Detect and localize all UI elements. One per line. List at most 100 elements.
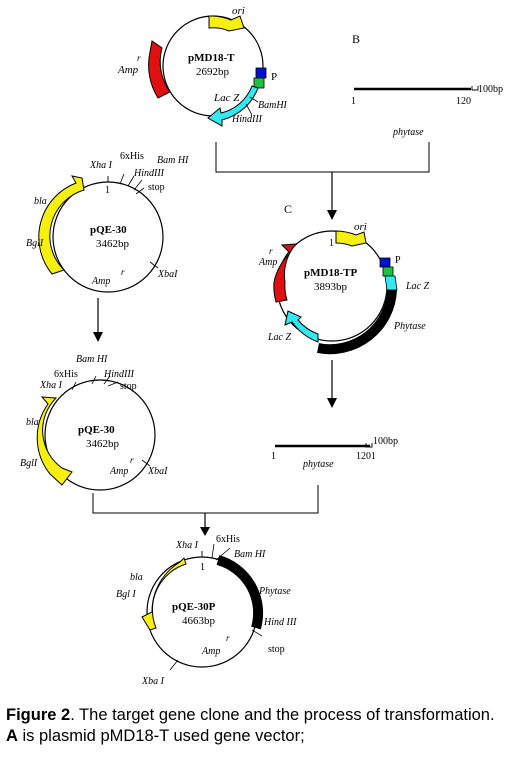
- green-box: [382, 266, 394, 277]
- panel-label-b: B: [352, 32, 360, 46]
- plasmid-name: pQE-30: [90, 224, 127, 236]
- stop-label: stop: [120, 381, 137, 392]
- amp-superscript: r: [121, 267, 125, 277]
- promoter-box: [255, 67, 267, 79]
- green-box: [253, 77, 265, 89]
- plasmid-pmd18tp: C ori 1 Amp r P pMD18-TP 3893bp Lac Z Ph…: [258, 202, 430, 355]
- sixhis-label: 6xHis: [120, 151, 144, 162]
- plasmid-pqe30-a: 1 Xha I 6xHis Bam HI HindIII stop bla Bg…: [26, 151, 189, 293]
- scale-bar: [365, 443, 373, 448]
- phytase-fragment-b: B 100bp 1 120 phytase: [351, 32, 503, 138]
- hindiii-label: HindIII: [133, 168, 165, 179]
- hindiii-tick: [245, 103, 253, 116]
- amp-label: Amp: [258, 257, 277, 268]
- plasmid-size: 3893bp: [314, 281, 348, 293]
- ori-arrow: [208, 15, 245, 32]
- bamhi-label: BamHI: [258, 100, 288, 111]
- amp-label: Amp: [117, 64, 139, 76]
- lacz-left-label: Lac Z: [267, 332, 292, 343]
- bamhi-label: Bam HI: [76, 354, 108, 365]
- phytase-label: phytase: [302, 459, 334, 470]
- cloning-diagram: ori pMD18-T 2692bp Amp r P Lac Z BamHI H…: [20, 5, 503, 687]
- plasmid-pqe30p: Xha I 6xHis Bam HI 1 bla Phytase Bgl I p…: [116, 534, 297, 687]
- ori-label: ori: [232, 5, 245, 17]
- lacz-right-box: [384, 275, 398, 291]
- promoter-label: P: [395, 255, 401, 266]
- end-label: 1201: [356, 451, 376, 462]
- xhai-top-label: Xha I: [175, 540, 199, 551]
- caption-text-2: is plasmid pMD18-T used gene vector;: [17, 727, 305, 745]
- mcs-flags: [71, 375, 119, 391]
- stop-label: stop: [148, 182, 165, 193]
- bamhi-label: Bam HI: [234, 549, 266, 560]
- end-label: 120: [456, 96, 471, 107]
- one-label: 1: [105, 185, 110, 196]
- xbai-label: XbaI: [147, 466, 168, 477]
- bla-label: bla: [34, 196, 47, 207]
- plasmid-size: 3462bp: [96, 238, 130, 250]
- promoter-label: P: [271, 71, 277, 83]
- xbai-tick: [149, 261, 159, 269]
- ligation-arrowhead: [327, 210, 337, 220]
- amp-label: Amp: [201, 646, 220, 657]
- mcs-flags: [119, 173, 145, 195]
- lacz-arrow: [207, 85, 259, 127]
- hindiii-label: HindIII: [231, 114, 263, 125]
- final-arrowhead: [200, 527, 210, 536]
- stop-label: stop: [268, 644, 285, 655]
- phytase-label: Phytase: [393, 321, 426, 332]
- start-label: 1: [271, 451, 276, 462]
- phytase-arc: [216, 555, 264, 630]
- amp-label: Amp: [91, 276, 110, 287]
- plasmid-pmd18t: ori pMD18-T 2692bp Amp r P Lac Z BamHI H…: [117, 5, 288, 127]
- digest-arrowhead: [93, 332, 103, 342]
- plasmid-name: pQE-30: [78, 424, 115, 436]
- xbai-tick: [141, 459, 151, 467]
- figure-caption: Figure 2. The target gene clone and the …: [6, 705, 501, 747]
- final-connector: [92, 485, 319, 514]
- xbai-bottom-label: Xba I: [141, 676, 165, 687]
- ori-arrow: [335, 230, 367, 247]
- bgli-label: Bgl I: [116, 589, 136, 600]
- mcs-flags: [211, 543, 231, 561]
- plasmid-pqe30-b: Bam HI 6xHis HindIII Xha I stop bla pQE-…: [20, 354, 168, 491]
- hindiii-label: Hind III: [263, 617, 297, 628]
- amp-superscript: r: [269, 246, 273, 256]
- excise-arrowhead: [327, 398, 337, 408]
- bla-label: bla: [26, 417, 39, 428]
- phytase-label: Phytase: [258, 586, 291, 597]
- sixhis-label: 6xHis: [54, 369, 78, 380]
- xbai-tick: [169, 659, 179, 671]
- plasmid-size: 2692bp: [196, 66, 230, 78]
- caption-figure-number: Figure 2: [6, 706, 71, 724]
- amp-arrow: [148, 40, 171, 99]
- xhai-label: Xha I: [89, 160, 113, 171]
- ori-label: ori: [354, 221, 367, 233]
- phytase-label: phytase: [392, 127, 424, 138]
- amp-arrow: [273, 243, 298, 303]
- start-label: 1: [351, 96, 356, 107]
- amp-label: Amp: [109, 466, 128, 477]
- plasmid-name: pMD18-T: [188, 52, 235, 64]
- phytase-fragment-c: 100bp 1 1201 phytase: [271, 436, 398, 470]
- bla-arrow: [36, 396, 73, 486]
- panel-label-c: C: [284, 202, 292, 216]
- lacz-label: Lac Z: [213, 92, 240, 104]
- scale-label: 100bp: [478, 84, 503, 95]
- one-label: 1: [329, 238, 334, 249]
- caption-text-1: . The target gene clone and the process …: [70, 706, 495, 724]
- amp-superscript: r: [137, 53, 141, 63]
- plasmid-name: pMD18-TP: [304, 267, 357, 279]
- amp-superscript: r: [226, 633, 230, 643]
- plasmid-circle: [44, 379, 156, 491]
- lacz-left-arrow: [284, 310, 319, 343]
- plasmid-size: 4663bp: [182, 615, 216, 627]
- plasmid-size: 3462bp: [86, 438, 120, 450]
- scale-label: 100bp: [373, 436, 398, 447]
- sixhis-label: 6xHis: [216, 534, 240, 545]
- promoter-box: [379, 257, 391, 268]
- scale-bar: [471, 86, 479, 91]
- bla-arrow: [38, 175, 85, 275]
- amp-superscript: r: [130, 455, 134, 465]
- phytase-arc: [317, 289, 397, 355]
